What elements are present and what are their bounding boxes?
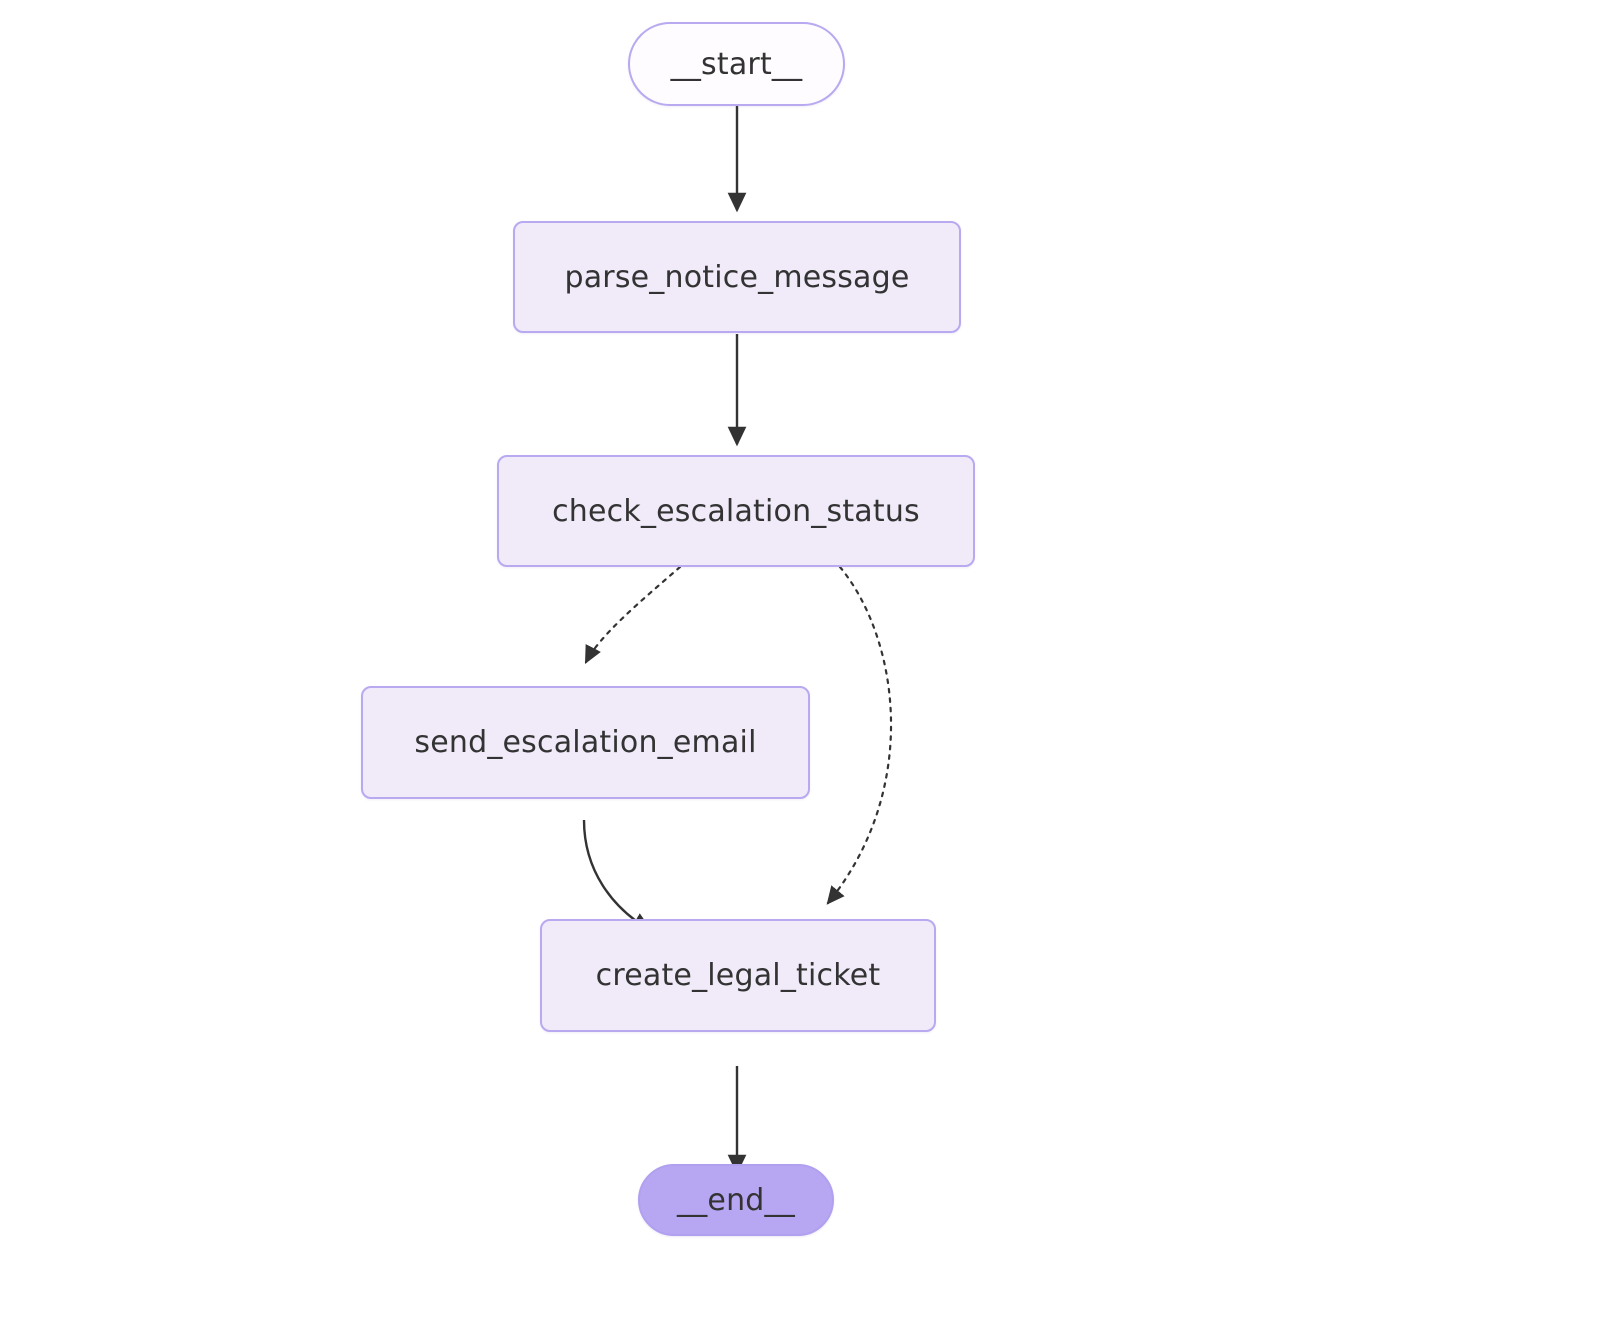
node-start-label: __start__ [670, 46, 803, 82]
node-end[interactable]: __end__ [638, 1164, 834, 1236]
node-start[interactable]: __start__ [628, 22, 845, 106]
node-check-escalation-status[interactable]: check_escalation_status [497, 455, 975, 567]
node-parse-notice-message-label: parse_notice_message [564, 259, 910, 295]
node-create-legal-ticket[interactable]: create_legal_ticket [540, 919, 936, 1032]
node-send-escalation-email-label: send_escalation_email [414, 725, 757, 760]
edge-check-escalation-status-to-send-escalation-email [584, 565, 682, 664]
node-send-escalation-email[interactable]: send_escalation_email [361, 686, 810, 799]
node-end-label: __end__ [677, 1182, 795, 1218]
node-check-escalation-status-label: check_escalation_status [552, 493, 920, 529]
edge-send-escalation-email-to-create-legal-ticket [582, 819, 653, 932]
edge-check-escalation-status-to-create-legal-ticket [826, 565, 893, 905]
node-create-legal-ticket-label: create_legal_ticket [595, 958, 881, 993]
node-parse-notice-message[interactable]: parse_notice_message [513, 221, 961, 333]
